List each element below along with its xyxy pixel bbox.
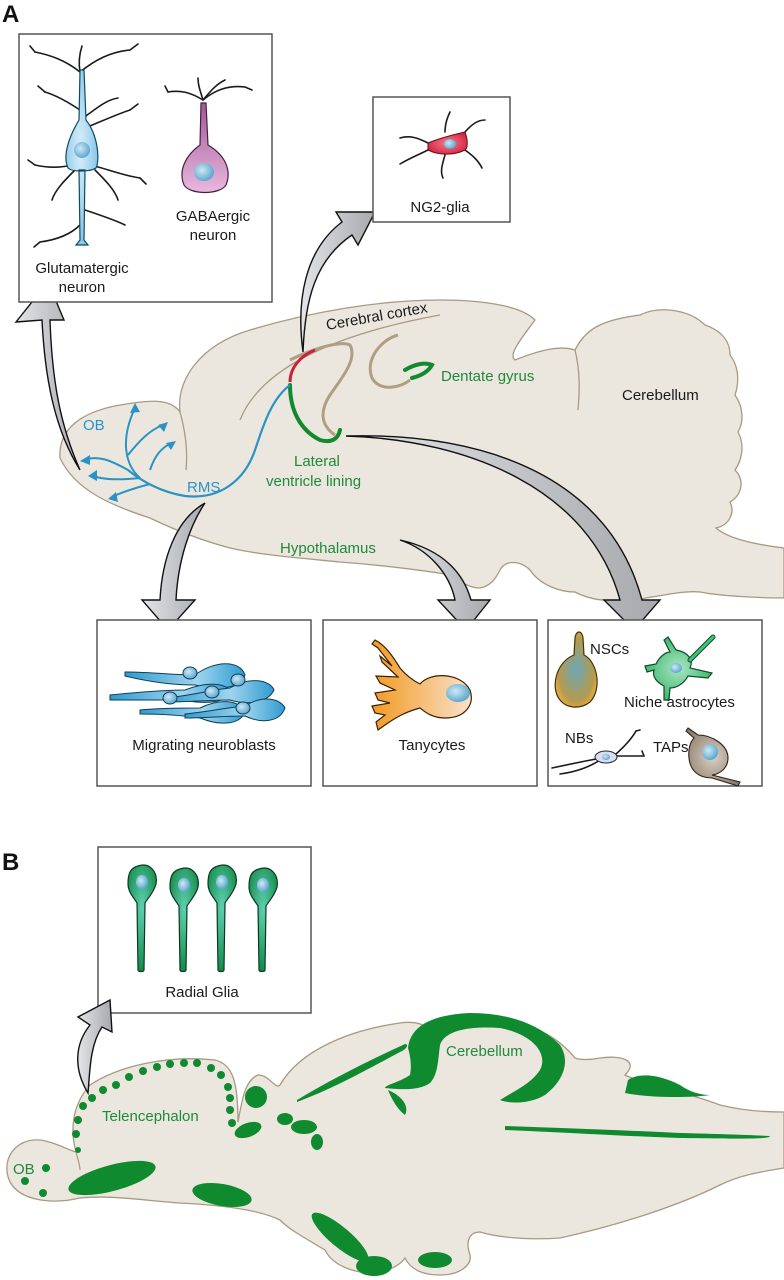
label-gabaergic-2: neuron xyxy=(190,227,237,244)
glutamatergic-neuron-icon xyxy=(27,43,147,248)
nb-icon xyxy=(551,729,645,775)
panel-b-label: B xyxy=(2,849,19,876)
arrow-to-tanycytes xyxy=(399,539,492,632)
label-telencephalon: Telencephalon xyxy=(102,1108,199,1125)
ob-fold xyxy=(179,411,188,471)
panel-a-label: A xyxy=(2,1,19,28)
label-lateral-2: ventricle lining xyxy=(266,473,361,490)
gabaergic-neuron-icon xyxy=(164,77,253,194)
arrow-to-ng2 xyxy=(300,211,377,353)
label-taps: TAPs xyxy=(653,739,689,756)
radial-glia-icon xyxy=(127,864,278,973)
label-nbs: NBs xyxy=(565,730,593,747)
tanycyte-icon xyxy=(371,639,472,732)
ob-arrowheads xyxy=(80,403,176,502)
label-rms: RMS xyxy=(187,479,220,496)
migrating-neuroblasts-icon xyxy=(109,663,286,724)
label-cerebellum-b: Cerebellum xyxy=(446,1043,523,1060)
neurons-box xyxy=(18,33,273,303)
cerebellum-boundary xyxy=(574,349,580,411)
ng2-glia-box xyxy=(372,96,511,223)
label-niche-astrocytes: Niche astrocytes xyxy=(624,694,735,711)
brain-sagittal-b xyxy=(6,1021,784,1276)
arrow-to-radial-glia xyxy=(76,998,113,1096)
label-cerebellum-a: Cerebellum xyxy=(622,387,699,404)
lateral-ventricle-lining-mark xyxy=(288,383,342,444)
label-ob-a: OB xyxy=(83,417,105,434)
label-ng2-glia: NG2-glia xyxy=(410,199,470,216)
nsc-icon xyxy=(554,631,598,708)
label-hypothalamus: Hypothalamus xyxy=(280,540,376,557)
niche-astrocyte-icon xyxy=(644,634,716,701)
label-glutamatergic-2: neuron xyxy=(59,279,106,296)
label-radial-glia: Radial Glia xyxy=(165,984,239,1001)
proliferative-zones xyxy=(21,1013,770,1276)
label-nscs: NSCs xyxy=(590,641,629,658)
label-migrating-neuroblasts: Migrating neuroblasts xyxy=(132,737,275,754)
hippocampus-arc xyxy=(368,333,411,389)
label-gabaergic-1: GABAergic xyxy=(176,208,251,225)
ob-boundary-b xyxy=(75,1151,81,1171)
ventricle-outline xyxy=(289,342,354,437)
label-tanycytes: Tanycytes xyxy=(399,737,466,754)
rms-pathway xyxy=(127,384,291,498)
label-lateral-1: Lateral xyxy=(294,453,340,470)
ng2-glia-icon xyxy=(399,111,486,179)
tap-icon xyxy=(685,727,741,787)
label-ob-b: OB xyxy=(13,1161,35,1178)
ng2-region-mark xyxy=(288,348,316,383)
dentate-gyrus-mark xyxy=(403,361,435,380)
label-glutamatergic-1: Glutamatergic xyxy=(35,260,129,277)
label-dentate-gyrus: Dentate gyrus xyxy=(441,368,534,385)
